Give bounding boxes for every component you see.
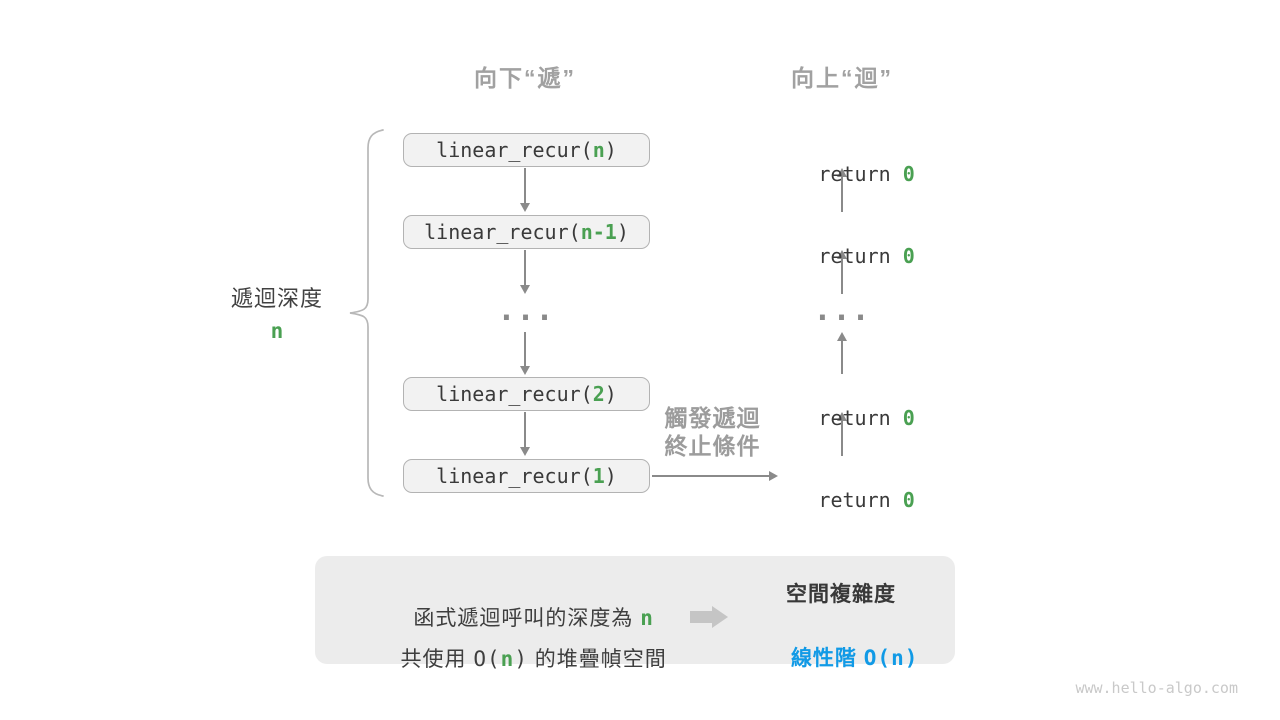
- call-arg: 1: [592, 464, 605, 488]
- depth-brace-icon: [349, 129, 384, 497]
- return-ellipsis: ...: [813, 293, 871, 328]
- call-arg: n: [592, 138, 605, 162]
- return-statement: return 0: [770, 138, 915, 186]
- return-keyword: return: [818, 406, 903, 430]
- call-suffix: ): [604, 464, 617, 488]
- summary-line2-pre: 共使用: [400, 648, 474, 671]
- result-label: 線性階: [790, 647, 864, 670]
- depth-value: n: [270, 319, 284, 343]
- call-box-2: linear_recur(2): [403, 377, 650, 411]
- return-statement: return 0: [770, 220, 915, 268]
- call-ellipsis: ...: [497, 293, 555, 328]
- arrow-down-icon: [519, 168, 530, 212]
- summary-line1-text: 函式遞迴呼叫的深度為: [413, 607, 641, 630]
- call-arg: 2: [592, 382, 605, 406]
- depth-label: 遞迴深度: [230, 286, 323, 311]
- summary-line1-value: n: [640, 606, 654, 630]
- call-prefix: linear_recur(: [436, 382, 593, 406]
- implies-arrow-icon: [690, 606, 728, 628]
- return-statement: return 0: [770, 464, 915, 512]
- call-box-n: linear_recur(n): [403, 133, 650, 167]
- result-big-o-arg: n: [891, 646, 905, 670]
- call-suffix: ): [604, 382, 617, 406]
- return-statement: return 0: [770, 382, 915, 430]
- call-arg: n-1: [580, 220, 617, 244]
- return-keyword: return: [818, 162, 903, 186]
- call-box-n-1: linear_recur(n-1): [403, 215, 650, 249]
- call-suffix: ): [604, 138, 617, 162]
- termination-label: 觸發遞迴 終止條件: [650, 404, 775, 460]
- big-o-arg: n: [500, 647, 515, 671]
- summary-panel: [315, 556, 955, 664]
- call-prefix: linear_recur(: [436, 464, 593, 488]
- result-title: 空間複雜度: [786, 583, 896, 606]
- arrow-down-icon: [519, 332, 530, 375]
- return-value: 0: [902, 488, 915, 512]
- big-o-open: O(: [473, 647, 501, 671]
- result-big-o-open: O(: [863, 646, 892, 670]
- result-formula: 線性階 O(n): [745, 618, 937, 696]
- arrow-up-icon: [836, 332, 847, 374]
- termination-label-line1: 觸發遞迴: [664, 405, 761, 431]
- call-box-1: linear_recur(1): [403, 459, 650, 493]
- header-ascend: 向上“迴”: [791, 65, 893, 91]
- return-keyword: return: [818, 488, 903, 512]
- call-prefix: linear_recur(: [424, 220, 581, 244]
- call-suffix: ): [616, 220, 629, 244]
- arrow-up-icon: [836, 250, 847, 294]
- header-descend: 向下“遞”: [474, 65, 576, 91]
- summary-line2-post: 的堆疊幀空間: [527, 648, 667, 671]
- return-value: 0: [902, 162, 915, 186]
- arrow-right-icon: [652, 470, 778, 481]
- watermark: www.hello-algo.com: [1075, 679, 1238, 697]
- return-keyword: return: [818, 244, 903, 268]
- big-o-close: ): [514, 647, 528, 671]
- summary-line2: 共使用 O(n) 的堆疊幀空間: [340, 619, 700, 697]
- return-value: 0: [902, 244, 915, 268]
- arrow-up-icon: [836, 168, 847, 212]
- arrow-down-icon: [519, 250, 530, 294]
- arrow-up-icon: [836, 412, 847, 456]
- return-value: 0: [902, 406, 915, 430]
- termination-label-line2: 終止條件: [664, 433, 761, 459]
- summary-line1: 函式遞迴呼叫的深度為 n: [340, 578, 700, 656]
- arrow-down-icon: [519, 412, 530, 456]
- call-prefix: linear_recur(: [436, 138, 593, 162]
- result-big-o-close: ): [904, 646, 919, 670]
